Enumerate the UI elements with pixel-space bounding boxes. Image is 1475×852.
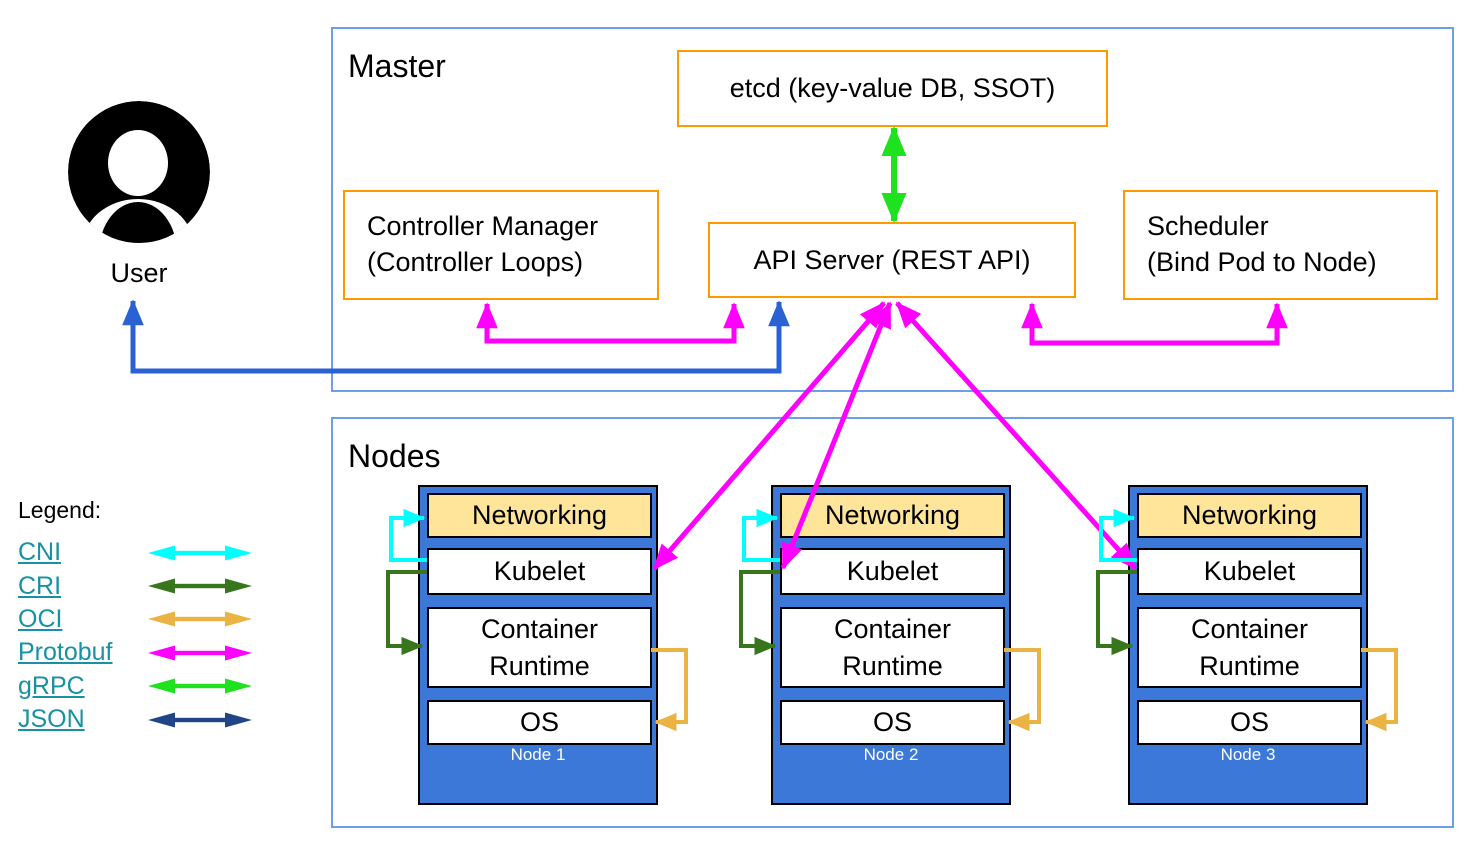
networking-layer: Networking: [1137, 493, 1362, 538]
master-container: [331, 27, 1454, 392]
networking-layer: Networking: [780, 493, 1005, 538]
networking-layer: Networking: [427, 493, 652, 538]
legend: Legend: CNI CRI OCI Protobuf gRPC: [18, 497, 288, 736]
os-layer: OS: [427, 700, 652, 745]
user-icon: [68, 101, 210, 243]
user-label: User: [110, 258, 168, 288]
node-1: Networking Kubelet Container Runtime OS …: [418, 485, 658, 805]
legend-row-cni: CNI: [18, 536, 288, 569]
scheduler-line2: (Bind Pod to Node): [1147, 247, 1377, 277]
os-layer: OS: [780, 700, 1005, 745]
api-server-box: API Server (REST API): [708, 222, 1076, 298]
kubelet-layer: Kubelet: [1137, 548, 1362, 595]
cri-arrow-icon: [148, 578, 252, 594]
nodes-container: [331, 417, 1454, 828]
node-name: Node 1: [510, 745, 566, 764]
legend-row-oci: OCI: [18, 603, 288, 636]
protobuf-arrow-icon: [148, 645, 252, 661]
legend-row-protobuf: Protobuf: [18, 636, 288, 669]
scheduler-line1: Scheduler: [1147, 211, 1269, 242]
oci-arrow-icon: [148, 611, 252, 627]
node-name: Node 3: [1220, 745, 1276, 764]
cni-arrow-icon: [148, 545, 252, 561]
node-2: Networking Kubelet Container Runtime OS …: [771, 485, 1011, 805]
legend-link-json[interactable]: JSON: [18, 705, 85, 734]
legend-link-protobuf[interactable]: Protobuf: [18, 638, 113, 667]
kubelet-layer: Kubelet: [427, 548, 652, 595]
container-runtime-layer: Container Runtime: [1137, 607, 1362, 688]
controller-manager-line1: Controller Manager: [367, 211, 599, 242]
os-layer: OS: [1137, 700, 1362, 745]
json-arrow-icon: [148, 712, 252, 728]
container-runtime-layer: Container Runtime: [427, 607, 652, 688]
api-server-label: API Server (REST API): [753, 244, 1031, 275]
legend-title: Legend:: [18, 497, 102, 523]
legend-link-cni[interactable]: CNI: [18, 538, 62, 567]
node-3: Networking Kubelet Container Runtime OS …: [1128, 485, 1368, 805]
nodes-title: Nodes: [348, 438, 441, 474]
etcd-box: etcd (key-value DB, SSOT): [677, 50, 1108, 127]
legend-link-cri[interactable]: CRI: [18, 571, 62, 600]
legend-row-cri: CRI: [18, 569, 288, 602]
legend-link-grpc[interactable]: gRPC: [18, 671, 85, 700]
controller-manager-line2: (Controller Loops): [367, 247, 584, 277]
legend-row-json: JSON: [18, 703, 288, 736]
legend-row-grpc: gRPC: [18, 670, 288, 703]
grpc-arrow-icon: [148, 678, 252, 694]
master-title: Master: [348, 48, 446, 84]
controller-manager-box: Controller Manager (Controller Loops): [343, 190, 659, 300]
scheduler-box: Scheduler (Bind Pod to Node): [1123, 190, 1438, 300]
container-runtime-layer: Container Runtime: [780, 607, 1005, 688]
etcd-label: etcd (key-value DB, SSOT): [729, 73, 1056, 103]
legend-link-oci[interactable]: OCI: [18, 604, 63, 633]
node-name: Node 2: [863, 745, 919, 764]
kubelet-layer: Kubelet: [780, 548, 1005, 595]
